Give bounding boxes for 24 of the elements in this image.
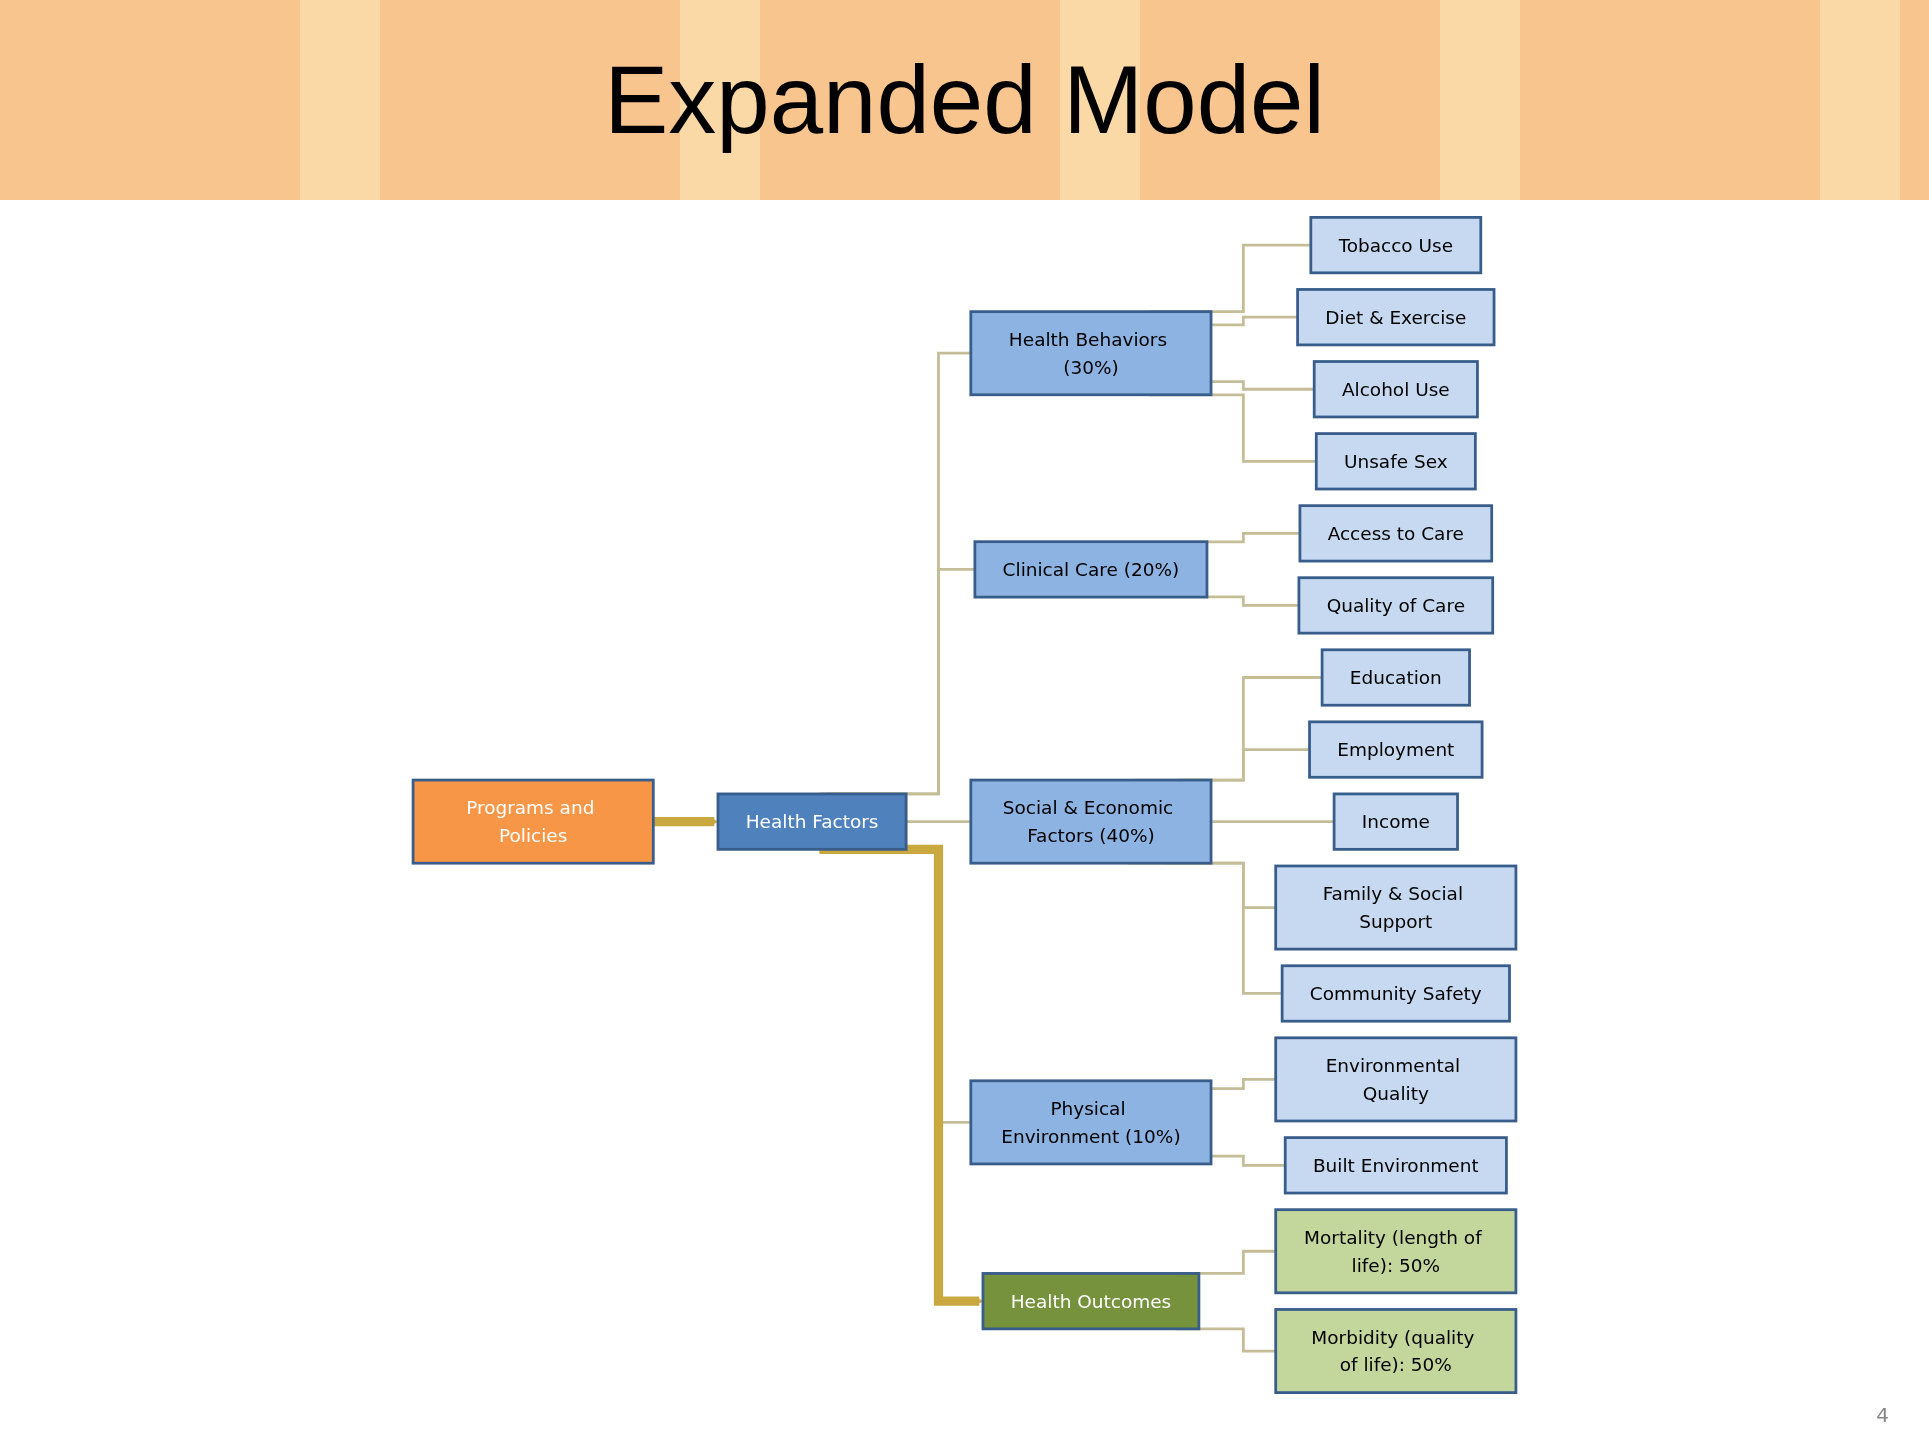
node-box: Quality of Care: [1297, 576, 1495, 635]
node-box: Diet & Exercise: [1296, 288, 1496, 347]
node-box: Social & Economic Factors (40%): [969, 778, 1213, 865]
node-box: Income: [1332, 792, 1459, 851]
node-box: Health Factors: [716, 792, 908, 851]
node-box: Tobacco Use: [1309, 216, 1483, 275]
node-box: Alcohol Use: [1312, 360, 1479, 419]
node-box: Education: [1320, 648, 1471, 707]
node-box: Built Environment: [1283, 1136, 1508, 1195]
node-box: Access to Care: [1298, 504, 1494, 563]
node-box: Programs and Policies: [411, 778, 655, 865]
node-box: Unsafe Sex: [1314, 432, 1477, 491]
node-box: Physical Environment (10%): [969, 1079, 1213, 1166]
node-box: Health Behaviors (30%): [969, 310, 1213, 397]
node-box: Community Safety: [1280, 964, 1511, 1023]
node-box: Morbidity (quality of life): 50%: [1274, 1308, 1518, 1394]
title: Expanded Model: [604, 45, 1325, 155]
node-box: Family & Social Support: [1274, 864, 1518, 951]
node-box: Mortality (length of life): 50%: [1274, 1208, 1518, 1295]
node-box: Clinical Care (20%): [973, 540, 1209, 599]
node-box: Environmental Quality: [1274, 1036, 1518, 1123]
page-number: 4: [1876, 1403, 1889, 1427]
node-box: Employment: [1308, 720, 1484, 779]
node-box: Health Outcomes: [981, 1272, 1201, 1331]
